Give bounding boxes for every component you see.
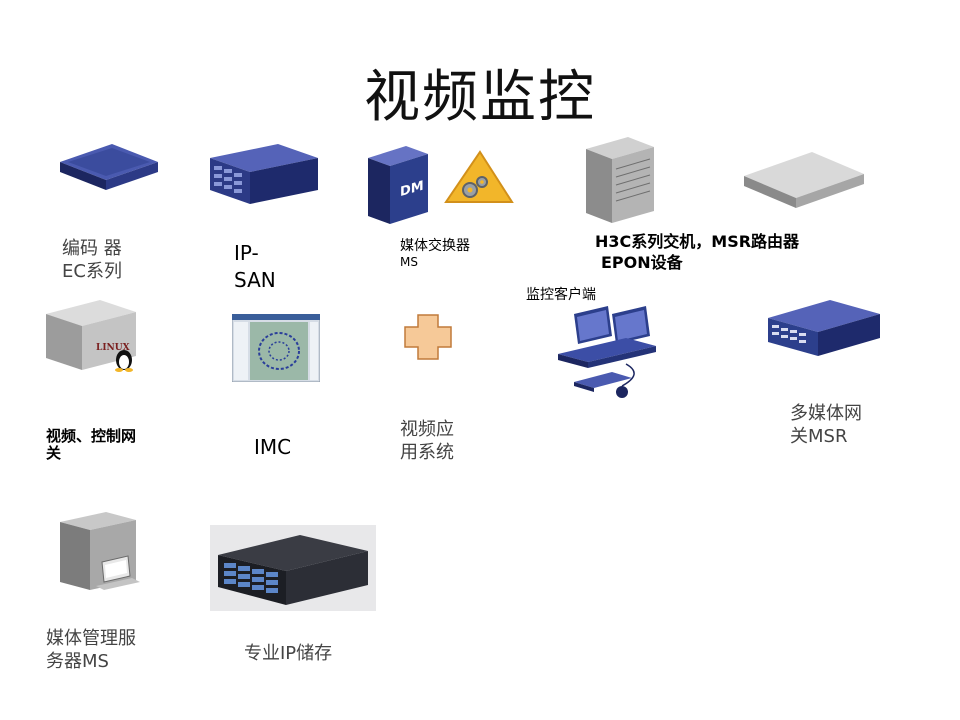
msr-gateway-label-line1: 多媒体网: [790, 403, 862, 424]
imc-label: IMC: [254, 435, 292, 459]
encoder-label-line1: 编码 器: [62, 238, 122, 259]
monitor-client-label: 监控客户端: [526, 287, 596, 303]
encoder-label: 编码 器 EC系列: [62, 238, 122, 283]
encoder-icon: [58, 140, 160, 192]
h3c-label-line1: H3C系列交机，MSR路由器: [595, 232, 800, 251]
imc-screenshot-icon: [232, 314, 320, 382]
h3c-chassis-icon: [584, 135, 656, 225]
ipsan-label: IP- SAN: [234, 240, 276, 294]
media-server-label: 媒体管理服 务器MS: [46, 628, 136, 673]
linux-gateway-label: 视频、控制网 关: [46, 428, 136, 461]
video-app-label: 视频应 用系统: [400, 419, 454, 464]
ipsan-icon: [208, 142, 320, 206]
msr-gateway-label: 多媒体网 关MSR: [790, 403, 862, 448]
msr-gateway-icon: [766, 298, 882, 358]
video-app-label-line1: 视频应: [400, 419, 454, 440]
media-switch-dm-icon: DM: [366, 144, 430, 226]
cross-shape-icon: [404, 314, 452, 360]
ipsan-label-line2: SAN: [234, 268, 276, 292]
media-switch-label-line2: MS: [400, 254, 418, 269]
page-title: 视频监控: [364, 65, 596, 130]
dm-icon-text: DM: [400, 179, 424, 200]
media-switch-label: 媒体交换器 MS: [400, 238, 470, 269]
media-switch-label-line1: 媒体交换器: [400, 238, 470, 254]
h3c-label-line2: EPON设备: [601, 252, 683, 272]
video-app-label-line2: 用系统: [400, 441, 454, 463]
linux-icon-text: LINUX: [96, 343, 130, 353]
encoder-label-line2: EC系列: [62, 260, 122, 282]
ip-storage-icon: [210, 525, 376, 611]
ip-storage-label: 专业IP储存: [244, 643, 333, 664]
linux-gateway-label-line1: 视频、控制网: [46, 427, 137, 445]
monitor-client-icon: [556, 304, 660, 400]
h3c-label: H3C系列交机，MSR路由器 EPON设备: [595, 232, 799, 274]
media-server-icon: [56, 510, 142, 592]
msr-router-icon: [742, 148, 866, 210]
gear-warning-icon: [442, 150, 514, 206]
ipsan-label-line1: IP-: [234, 241, 259, 265]
linux-server-icon: LINUX: [44, 298, 138, 372]
linux-gateway-label-line2: 关: [46, 443, 62, 462]
media-server-label-line2: 务器MS: [46, 650, 109, 672]
msr-gateway-label-line2: 关MSR: [790, 425, 848, 447]
media-server-label-line1: 媒体管理服: [46, 628, 136, 649]
